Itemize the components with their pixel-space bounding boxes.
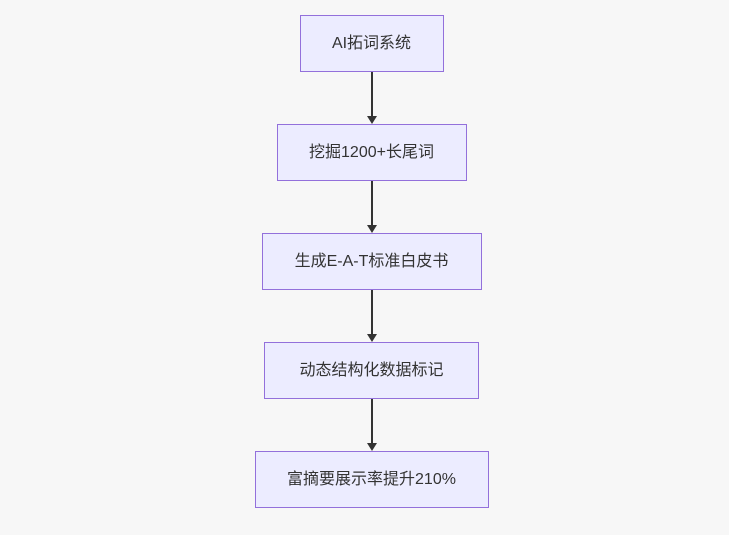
flow-node-ai-keyword-system: AI拓词系统 — [299, 15, 444, 72]
arrow-line — [370, 181, 373, 225]
flow-arrow — [366, 290, 377, 342]
arrow-line — [370, 72, 373, 116]
flow-node-structured-data-markup: 动态结构化数据标记 — [264, 342, 479, 399]
flow-arrow — [366, 399, 377, 451]
arrowhead-down-icon — [366, 116, 377, 124]
arrow-line — [370, 399, 373, 443]
flow-arrow — [366, 72, 377, 124]
arrowhead-down-icon — [366, 225, 377, 233]
arrow-line — [370, 290, 373, 334]
arrowhead-down-icon — [366, 334, 377, 342]
flow-node-longtail-mining: 挖掘1200+长尾词 — [276, 124, 467, 181]
flowchart-column: AI拓词系统 挖掘1200+长尾词 生成E-A-T标准白皮书 动态结构化数据标记… — [7, 0, 729, 508]
arrowhead-down-icon — [366, 443, 377, 451]
flow-node-rich-snippet-result: 富摘要展示率提升210% — [254, 451, 489, 508]
flow-node-eat-whitepaper: 生成E-A-T标准白皮书 — [261, 233, 482, 290]
flow-arrow — [366, 181, 377, 233]
